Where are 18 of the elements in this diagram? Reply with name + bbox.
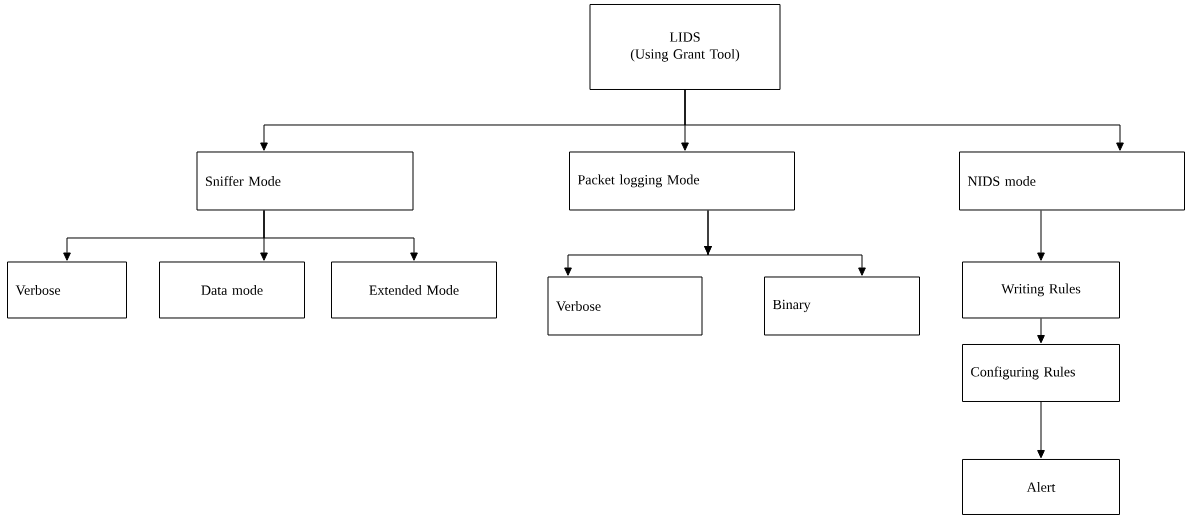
box: Configuring Rules: [962, 344, 1120, 402]
box: Data mode: [159, 261, 305, 319]
box: Verbose: [547, 276, 703, 336]
arrow: [1037, 210, 1045, 261]
arrow: [1037, 401, 1045, 459]
box: LIDS (Using Grant Tool): [589, 4, 781, 90]
box: Extended Mode: [331, 261, 497, 319]
box: Packet logging Mode: [569, 151, 795, 211]
box: NIDS mode: [959, 151, 1185, 211]
arrow: [684, 89, 1124, 151]
box: Binary: [764, 276, 920, 336]
arrow: [704, 210, 866, 276]
box: Sniffer Mode: [196, 151, 414, 211]
arrow: [263, 210, 418, 261]
box: Alert: [962, 459, 1120, 515]
box: Verbose: [7, 261, 127, 319]
box: Writing Rules: [962, 261, 1120, 319]
arrow: [1037, 318, 1045, 344]
